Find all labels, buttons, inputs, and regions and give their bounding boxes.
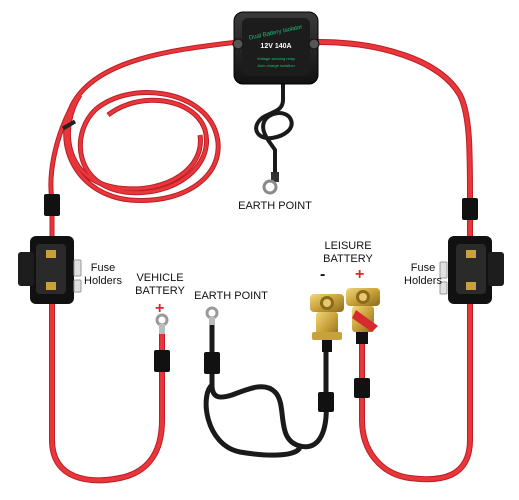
- fuse-holders-right-label: Fuse Holders: [404, 262, 442, 287]
- relay-note-1: Voltage sensing relay: [257, 56, 295, 61]
- fuse-holders-left-label: Fuse Holders: [84, 262, 122, 287]
- leisure-battery-label: LEISURE BATTERY: [323, 240, 373, 265]
- red-cable-left-lower: [49, 297, 165, 484]
- red-cable-right: [315, 39, 473, 243]
- earth-point-top-label: EARTH POINT: [238, 200, 312, 212]
- fuse-holder-right: [448, 236, 504, 304]
- cable-clip-2: [462, 198, 478, 220]
- earth-ring-terminal-bottom: [205, 306, 219, 325]
- black-cable-relay-earth: [254, 80, 294, 177]
- cable-clip-3: [154, 350, 170, 372]
- relay-unit: Dual Battery Isolator 12V 140A Voltage s…: [232, 11, 320, 85]
- cable-tie-1: [61, 119, 77, 131]
- spare-fuse-left: [73, 259, 82, 293]
- earth-point-bottom-label: EARTH POINT: [194, 290, 268, 302]
- cable-clip-4: [204, 352, 220, 374]
- cable-clip-6: [354, 378, 370, 398]
- leisure-positive-sign: +: [355, 266, 365, 283]
- vehicle-positive-sign: +: [155, 300, 165, 317]
- fuse-holder-left: [18, 236, 74, 304]
- red-cable-right-lower: [359, 297, 473, 483]
- battery-clamp-positive: [346, 288, 380, 344]
- vehicle-battery-ring-terminal: [155, 313, 169, 334]
- vehicle-battery-label: VEHICLE BATTERY: [135, 272, 185, 297]
- black-cable-bottom: [203, 317, 329, 458]
- cable-clip-5: [318, 392, 334, 412]
- relay-note-2: Auto charge isolation: [257, 63, 294, 68]
- red-cable-left-coil: [48, 39, 239, 240]
- relay-rating: 12V 140A: [260, 43, 291, 50]
- spare-fuse-right: [439, 261, 448, 295]
- leisure-negative-sign: -: [320, 266, 326, 283]
- cable-clip-1: [44, 194, 60, 216]
- earth-ring-terminal-top: [262, 172, 279, 195]
- battery-clamp-negative: [310, 294, 344, 352]
